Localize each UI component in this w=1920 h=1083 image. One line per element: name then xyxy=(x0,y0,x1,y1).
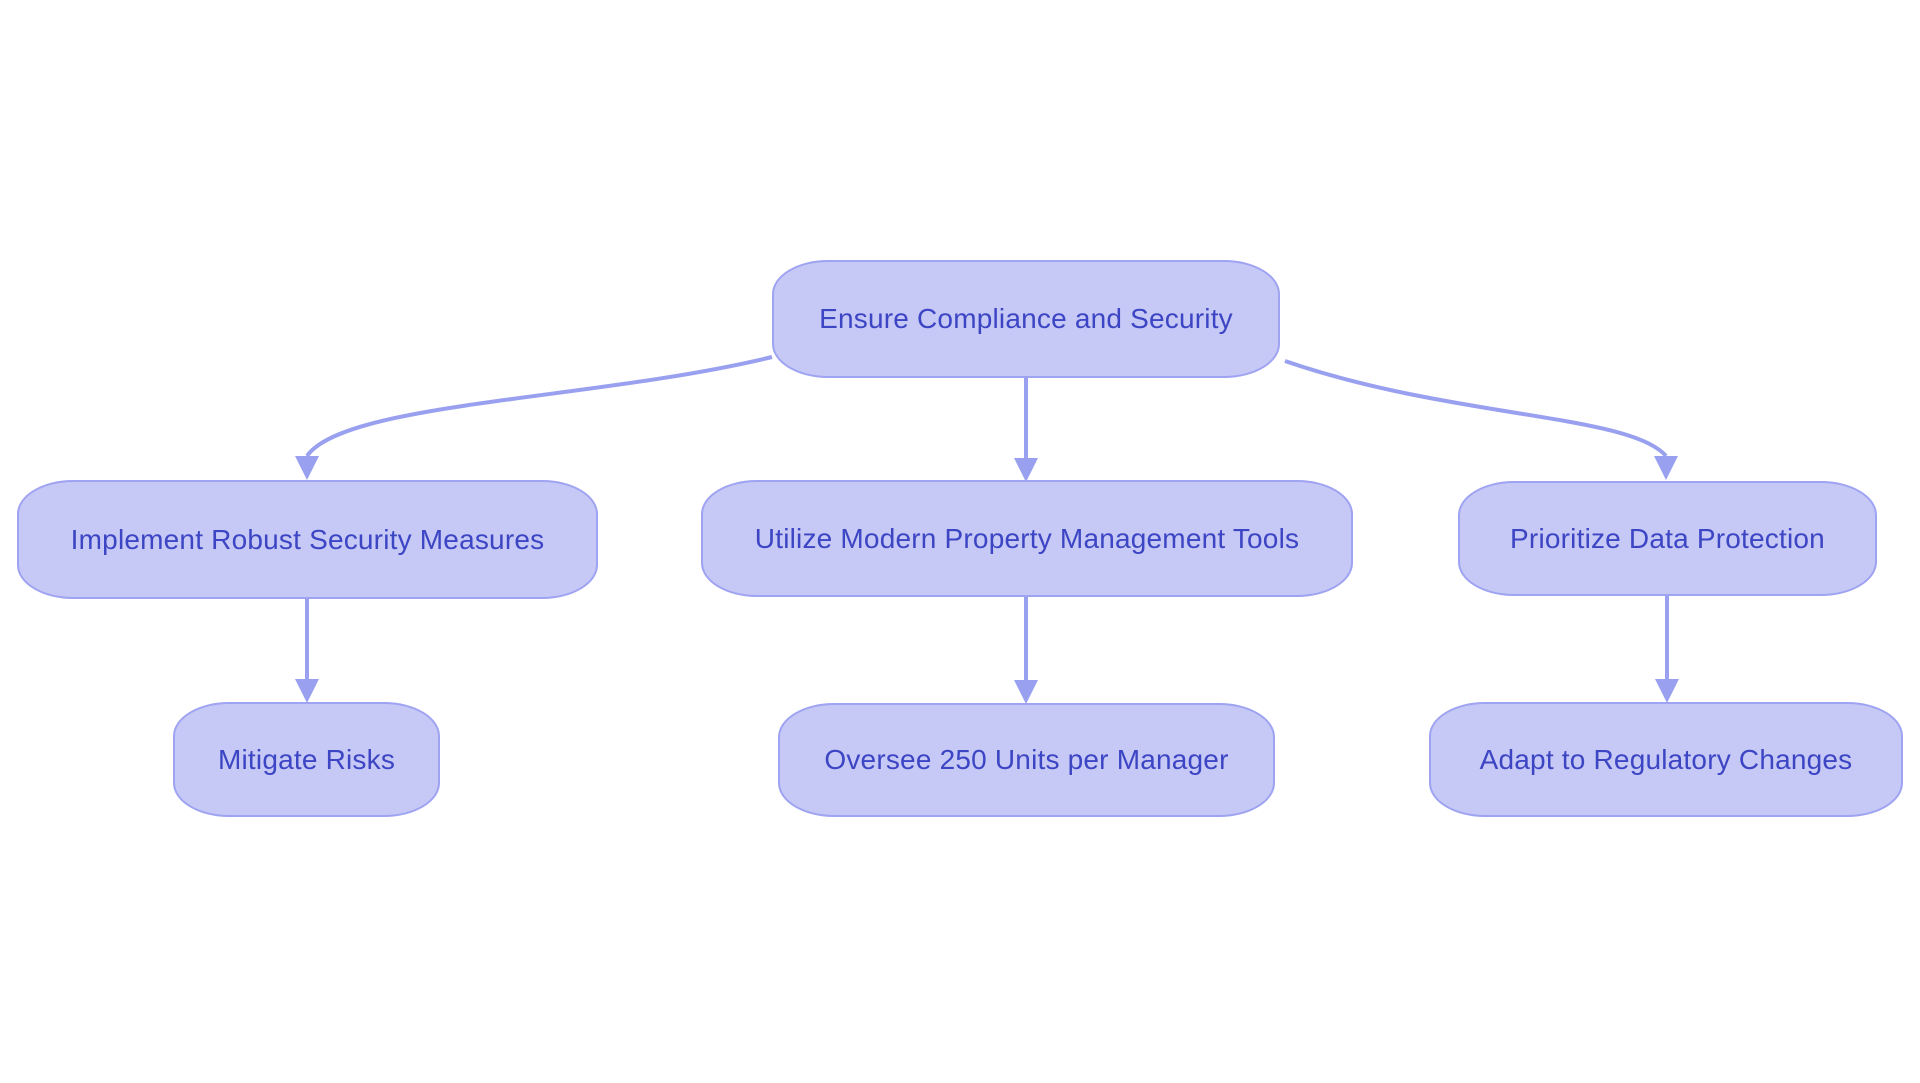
node-units-per-manager: Oversee 250 Units per Manager xyxy=(778,703,1275,817)
node-data-protection: Prioritize Data Protection xyxy=(1458,481,1877,596)
edge-security-measures-to-mitigate-risks-arrowhead xyxy=(295,679,319,703)
node-regulatory-changes: Adapt to Regulatory Changes xyxy=(1429,702,1903,817)
edge-root-to-security-measures-arrowhead xyxy=(295,456,319,480)
node-security-measures-label: Implement Robust Security Measures xyxy=(70,523,545,555)
edge-data-protection-to-regulatory-changes-arrowhead xyxy=(1655,679,1679,703)
node-management-tools: Utilize Modern Property Management Tools xyxy=(701,480,1353,597)
node-ensure-compliance: Ensure Compliance and Security xyxy=(772,260,1280,378)
node-data-protection-label: Prioritize Data Protection xyxy=(1510,522,1825,554)
edge-root-to-data-protection xyxy=(1284,359,1668,458)
node-security-measures: Implement Robust Security Measures xyxy=(17,480,598,599)
node-regulatory-changes-label: Adapt to Regulatory Changes xyxy=(1479,743,1853,775)
node-mitigate-risks: Mitigate Risks xyxy=(173,702,440,817)
edge-root-to-data-protection-arrowhead xyxy=(1654,456,1678,480)
edge-management-tools-to-units-per-manager-arrowhead xyxy=(1014,680,1038,704)
edge-root-to-management-tools-arrowhead xyxy=(1014,458,1038,482)
edge-root-to-security-measures xyxy=(305,355,773,458)
node-units-per-manager-label: Oversee 250 Units per Manager xyxy=(824,744,1229,775)
node-ensure-compliance-label: Ensure Compliance and Security xyxy=(819,303,1233,334)
node-mitigate-risks-label: Mitigate Risks xyxy=(217,743,396,775)
node-management-tools-label: Utilize Modern Property Management Tools xyxy=(754,522,1300,554)
